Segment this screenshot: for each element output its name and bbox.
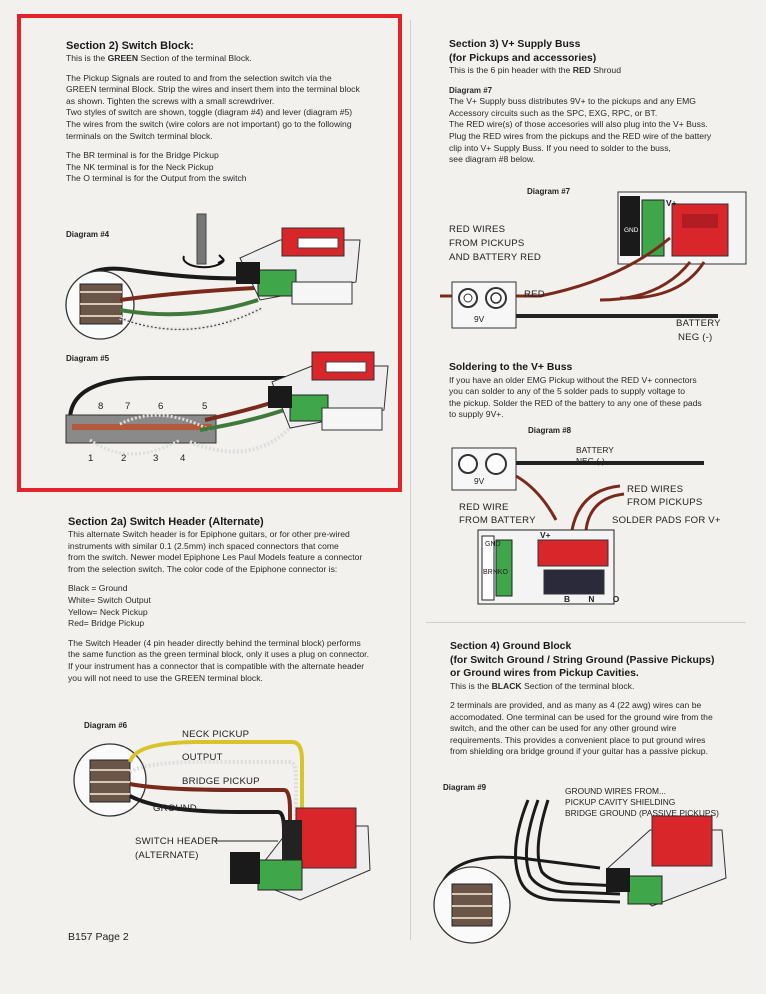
switch-header-alt-label: (ALTERNATE) — [135, 850, 199, 861]
lever-pin-3: 3 — [153, 453, 159, 464]
diagram-4-drawing — [65, 213, 361, 340]
d8-9v: 9V — [474, 476, 485, 486]
bridge-pickup-label: BRIDGE PICKUP — [182, 776, 260, 787]
diagram-9-drawing — [433, 799, 727, 944]
d9-label-2: PICKUP CAVITY SHIELDING — [565, 797, 676, 807]
section-2a-para-2: The Switch Header (4 pin header directly… — [68, 637, 369, 683]
d7-red-wires-3: AND BATTERY RED — [449, 252, 542, 263]
column-divider — [410, 20, 411, 940]
d7-red: RED — [524, 289, 545, 300]
d8-battery: BATTERY — [576, 445, 614, 455]
d8-vplus: V+ — [540, 530, 551, 540]
d8-brnko: BRNKO — [483, 569, 508, 576]
section-3-para: The V+ Supply buss distributes 9V+ to th… — [449, 96, 712, 165]
section-2-para-2: The BR terminal is for the Bridge Pickup… — [66, 150, 247, 184]
d9-label-1: GROUND WIRES FROM... — [565, 786, 666, 796]
section-3-text: Section 3) V+ Supply Buss (for Pickups a… — [449, 38, 749, 166]
diagram-7-drawing — [440, 191, 747, 329]
section-4-para: 2 terminals are provided, and as many as… — [450, 700, 713, 757]
d8-red-wire-2: FROM BATTERY — [459, 515, 536, 526]
d9-label-3: BRIDGE GROUND (PASSIVE PICKUPS) — [565, 808, 719, 818]
section-4-title: Section 4) Ground Block — [450, 641, 572, 652]
diagram-9-label: Diagram #9 — [443, 783, 487, 792]
lever-pin-8: 8 — [98, 401, 104, 412]
section-2a-para-1: This alternate Switch header is for Epip… — [68, 529, 363, 574]
diagram-7-label: Diagram #7 — [527, 187, 571, 196]
lever-pin-6: 6 — [158, 401, 164, 412]
d8-red-wire-1: RED WIRE — [459, 502, 509, 513]
section-divider — [426, 622, 746, 623]
d7-battery: BATTERY — [676, 318, 721, 329]
d7-9v: 9V — [474, 314, 485, 324]
section-3-title: Section 3) V+ Supply Buss — [449, 39, 581, 50]
section-2a-colors: Black = Ground White= Switch Output Yell… — [68, 583, 151, 629]
d7-red-wires-2: FROM PICKUPS — [449, 238, 525, 249]
lever-pin-2: 2 — [121, 453, 127, 464]
section-4-title-2: (for Switch Ground / String Ground (Pass… — [450, 654, 715, 666]
soldering-title: Soldering to the V+ Buss — [449, 362, 573, 373]
d7-red-wires-1: RED WIRES — [449, 224, 506, 235]
section-2-text: Section 2) Switch Block: This is the GRE… — [66, 39, 396, 185]
d8-red-wires-1: RED WIRES — [627, 484, 684, 495]
d7-gnd: GND — [624, 227, 639, 234]
lever-pin-1: 1 — [88, 453, 94, 464]
d8-gnd: GND — [485, 541, 501, 548]
diagram-6-label: Diagram #6 — [84, 721, 128, 730]
neck-pickup-label: NECK PICKUP — [182, 729, 250, 740]
soldering-para: If you have an older EMG Pickup without … — [449, 374, 702, 420]
lever-pin-4: 4 — [180, 453, 186, 464]
diagram-5-label: Diagram #5 — [66, 354, 110, 363]
section-2-title: Section 2) Switch Block: — [66, 40, 194, 52]
ground-label: GROUND — [153, 803, 197, 814]
section-2-para-1: The Pickup Signals are routed to and fro… — [66, 72, 360, 141]
soldering-text: Soldering to the V+ Buss If you have an … — [449, 361, 749, 421]
diagram-8-label: Diagram #8 — [528, 426, 572, 435]
output-label: OUTPUT — [182, 752, 223, 763]
section-3-subtitle: This is the 6 pin header with the RED Sh… — [449, 65, 621, 75]
lever-pin-5: 5 — [202, 401, 208, 412]
diagram-8-drawing — [451, 447, 704, 605]
section-4-subtitle: This is the BLACK Section of the termina… — [450, 680, 635, 691]
section-4-title-3: or Ground wires from Pickup Cavities. — [450, 668, 639, 679]
page-footer: B157 Page 2 — [68, 931, 129, 943]
switch-header-label: SWITCH HEADER — [135, 836, 219, 847]
d7-neg: NEG (-) — [678, 332, 713, 343]
d8-red-wires-2: FROM PICKUPS — [627, 497, 703, 508]
diagram-5-drawing — [65, 351, 389, 456]
section-3-diagram-7-head: Diagram #7 — [449, 85, 493, 95]
d8-neg: NEG (-) — [576, 456, 605, 466]
d7-vplus: V+ — [666, 198, 677, 208]
section-2a-text: Section 2a) Switch Header (Alternate) Th… — [68, 515, 398, 684]
section-3-title-2: (for Pickups and accessories) — [449, 52, 597, 64]
d8-solder-pads: SOLDER PADS FOR V+ — [612, 515, 721, 526]
lever-pin-7: 7 — [125, 401, 131, 412]
section-2-subtitle: This is the GREEN Section of the termina… — [66, 53, 252, 63]
section-2a-title: Section 2a) Switch Header (Alternate) — [68, 516, 264, 528]
diagram-4-label: Diagram #4 — [66, 230, 110, 239]
section-4-text: Section 4) Ground Block (for Switch Grou… — [450, 640, 750, 758]
highlight-box — [17, 14, 402, 492]
d8-bottom-labels: B N O — [564, 594, 628, 604]
diagram-6-drawing — [73, 740, 371, 901]
